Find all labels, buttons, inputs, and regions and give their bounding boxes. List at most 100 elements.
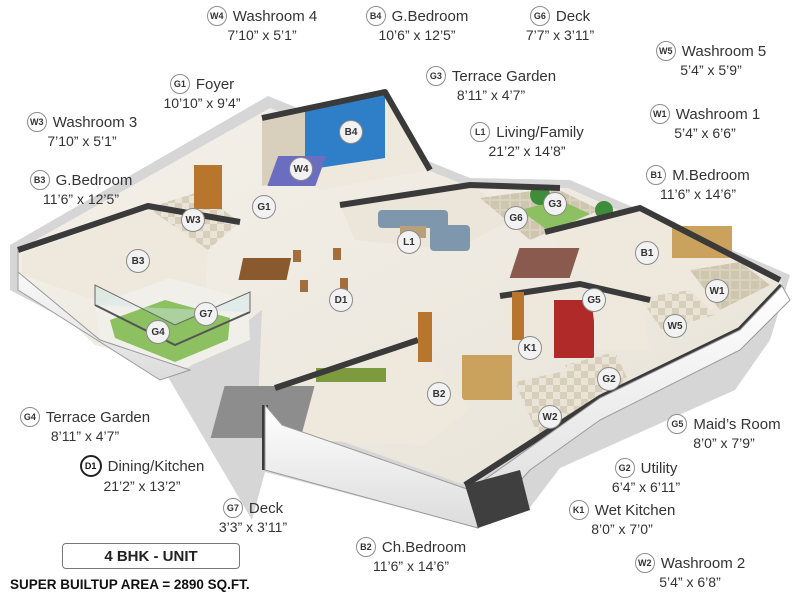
room-code-badge: W5	[655, 41, 676, 61]
plan-tag-k1: K1	[518, 336, 542, 360]
room-name: Washroom 5	[681, 42, 767, 60]
room-code-badge: W3	[26, 112, 47, 132]
dining-table	[238, 258, 292, 280]
plan-tag-g2: G2	[597, 367, 621, 391]
plan-tag-w5: W5	[663, 314, 687, 338]
room-w2-floor	[515, 370, 600, 440]
room-size: 7’10” x 5’1”	[227, 27, 297, 43]
room-code-badge: G2	[614, 458, 635, 478]
plan-tag-b2: B2	[427, 382, 451, 406]
room-w5-floor	[640, 290, 715, 330]
plan-tag-l1: L1	[397, 230, 421, 254]
plan-tag-w4: W4	[289, 157, 313, 181]
room-label-g4: G4 Terrace Garden 8’11” x 4’7”	[0, 407, 185, 444]
room-code-badge: W4	[206, 6, 227, 26]
room-name: Utility	[640, 459, 678, 477]
g4-glass	[94, 284, 251, 326]
room-name: Ch.Bedroom	[381, 538, 467, 556]
room-name: M.Bedroom	[672, 166, 750, 184]
wall-caps	[465, 470, 530, 528]
plan-tag-g4: G4	[146, 320, 170, 344]
door-3	[512, 292, 524, 340]
room-size: 5’4” x 6’8”	[659, 574, 721, 590]
room-label-g5: G5 Maid’s Room 8’0” x 7’9”	[624, 414, 800, 451]
room-code-badge: G6	[529, 6, 550, 26]
plan-tag-g6: G6	[504, 206, 528, 230]
room-size: 3’3” x 3’11”	[218, 519, 288, 535]
room-name: Dining/Kitchen	[107, 457, 205, 475]
g4-railing	[94, 304, 251, 347]
door	[194, 165, 222, 209]
room-b2-floor	[275, 340, 470, 445]
room-code-badge: G3	[425, 66, 446, 86]
door-2	[418, 312, 432, 362]
room-label-d1: D1 Dining/Kitchen 21’2” x 13’2”	[42, 455, 242, 494]
room-size: 8’11” x 4’7”	[50, 428, 120, 444]
room-name: G.Bedroom	[55, 171, 133, 189]
room-label-w3: W3 Washroom 3 7’10” x 5’1”	[0, 112, 182, 149]
room-g5-floor	[590, 292, 650, 350]
room-name: Maid’s Room	[693, 415, 781, 433]
room-size: 10’6” x 12’5”	[378, 27, 456, 43]
room-label-l1: L1 Living/Family 21’2” x 14’8”	[427, 122, 627, 159]
room-name: Washroom 2	[660, 554, 746, 572]
plan-tag-d1: D1	[329, 288, 353, 312]
room-code-badge: G1	[169, 74, 190, 94]
plan-tag-b1: B1	[635, 241, 659, 265]
b1-bed	[509, 248, 580, 278]
room-size: 7’7” x 3’11”	[525, 27, 595, 43]
room-code-badge: W1	[649, 104, 670, 124]
room-name: Washroom 3	[52, 113, 138, 131]
room-name: Washroom 4	[232, 7, 318, 25]
room-name: Living/Family	[496, 123, 584, 141]
room-code-badge: B2	[355, 537, 376, 557]
room-label-w2: W2 Washroom 2 5’4” x 6’8”	[590, 553, 790, 590]
room-code-badge: B4	[365, 6, 386, 26]
room-size: 7’10” x 5’1”	[47, 133, 117, 149]
room-code-badge: B1	[646, 165, 667, 185]
plan-tag-g7: G7	[194, 302, 218, 326]
room-name: Deck	[555, 7, 591, 25]
room-name: Washroom 1	[675, 105, 761, 123]
room-code-badge: G4	[19, 407, 40, 427]
room-code-badge: D1	[79, 455, 102, 477]
room-size: 21’2” x 13’2”	[103, 478, 181, 494]
plan-tag-w3: W3	[181, 208, 205, 232]
room-name: Foyer	[195, 75, 235, 93]
sofa-2	[430, 225, 470, 251]
g3-grass	[520, 200, 590, 232]
room-size: 11’6” x 12’5”	[42, 191, 119, 207]
room-code-badge: G5	[667, 414, 688, 434]
room-name: Wet Kitchen	[594, 501, 676, 519]
room-w1-floor	[690, 262, 770, 310]
room-size: 21’2” x 14’8”	[488, 143, 566, 159]
plan-tag-g5: G5	[582, 288, 606, 312]
chair-2	[333, 248, 341, 260]
room-label-b3: B3 G.Bedroom 11’6” x 12’5”	[0, 170, 181, 207]
room-code-badge: B3	[29, 170, 50, 190]
chair-3	[300, 280, 308, 292]
room-size: 5’4” x 5’9”	[680, 62, 742, 78]
super-builtup-area: SUPER BUILTUP AREA = 2890 SQ.FT.	[10, 577, 250, 592]
plan-tag-g1: G1	[252, 195, 276, 219]
b2-wardrobe	[462, 355, 512, 400]
plan-tag-w1: W1	[705, 279, 729, 303]
room-size: 10’10” x 9’4”	[163, 95, 241, 111]
plan-tag-g3: G3	[543, 192, 567, 216]
chair-4	[340, 278, 348, 290]
room-size: 8’0” x 7’0”	[591, 521, 653, 537]
room-size: 8’0” x 7’9”	[693, 435, 755, 451]
room-name: Terrace Garden	[451, 67, 557, 85]
chair-1	[293, 250, 301, 262]
room-name: Deck	[248, 499, 284, 517]
plan-tag-b3: B3	[126, 249, 150, 273]
room-code-badge: W2	[634, 553, 655, 573]
sofa	[378, 210, 448, 228]
room-code-badge: L1	[470, 122, 491, 142]
room-name: Terrace Garden	[45, 408, 151, 426]
